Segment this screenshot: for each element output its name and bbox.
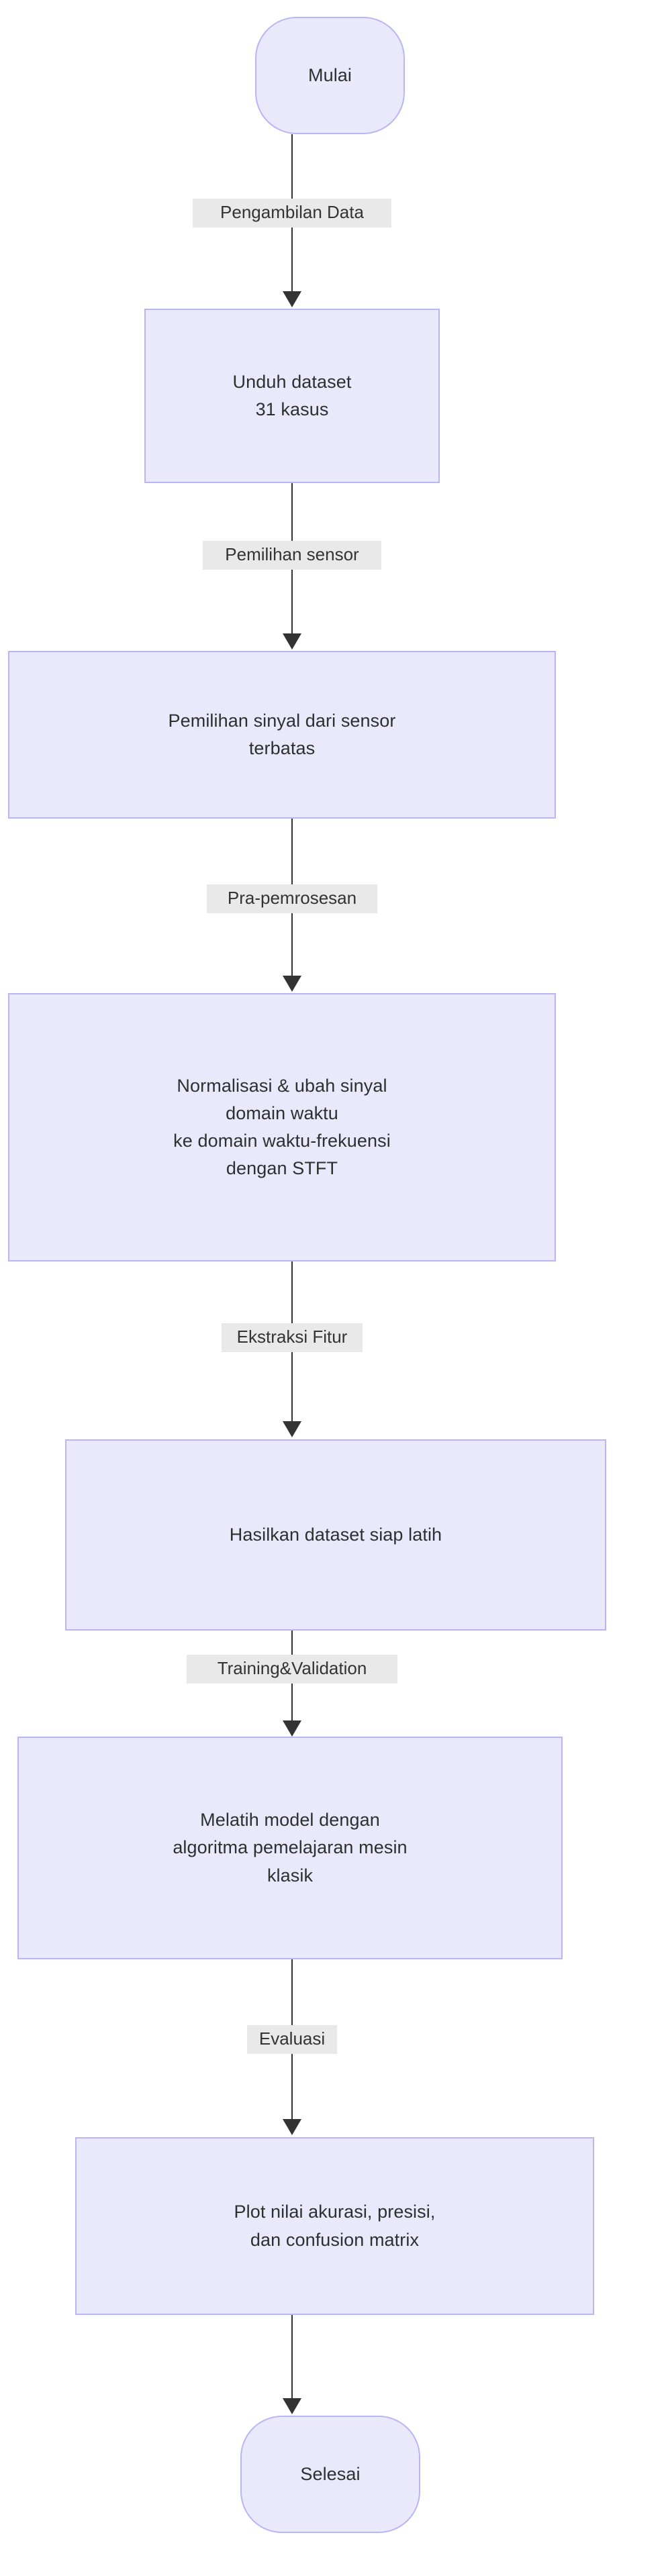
- node-plot-metrik-label: Plot nilai akurasi, presisi, dan confusi…: [234, 2202, 436, 2250]
- edge-arrowhead-pemilihan-to-normalisasi: [283, 976, 301, 992]
- node-hasilkan-dataset-label: Hasilkan dataset siap latih: [229, 1524, 442, 1545]
- node-hasilkan-dataset[interactable]: Hasilkan dataset siap latih: [65, 1439, 606, 1631]
- edge-line-plot-to-end: [291, 2315, 293, 2400]
- edge-arrowhead-start-to-unduh: [283, 291, 301, 307]
- node-start[interactable]: Mulai: [255, 17, 405, 134]
- node-plot-metrik[interactable]: Plot nilai akurasi, presisi, dan confusi…: [75, 2137, 594, 2315]
- edge-label-evaluasi: Evaluasi: [247, 2025, 337, 2054]
- node-end[interactable]: Selesai: [240, 2416, 420, 2533]
- node-normalisasi-stft-label: Normalisasi & ubah sinyal domain waktu k…: [173, 1075, 391, 1179]
- edge-label-pemilihan-sensor: Pemilihan sensor: [203, 541, 381, 570]
- node-unduh-dataset-label: Unduh dataset 31 kasus: [232, 371, 352, 419]
- edge-label-training-validation: Training&Validation: [187, 1655, 397, 1684]
- edge-arrowhead-plot-to-end: [283, 2398, 301, 2414]
- node-normalisasi-stft[interactable]: Normalisasi & ubah sinyal domain waktu k…: [8, 993, 556, 1261]
- node-melatih-model-label: Melatih model dengan algoritma pemelajar…: [173, 1810, 408, 1886]
- edge-arrowhead-unduh-to-pemilihan: [283, 633, 301, 650]
- node-pemilihan-sinyal-label: Pemilihan sinyal dari sensor terbatas: [168, 710, 396, 758]
- node-start-label: Mulai: [307, 64, 352, 85]
- edge-arrowhead-normalisasi-to-hasilkan: [283, 1421, 301, 1437]
- edge-label-pengambilan-data: Pengambilan Data: [193, 199, 391, 227]
- node-melatih-model[interactable]: Melatih model dengan algoritma pemelajar…: [17, 1737, 563, 1959]
- node-pemilihan-sinyal[interactable]: Pemilihan sinyal dari sensor terbatas: [8, 651, 556, 819]
- edge-label-pra-pemrosesan: Pra-pemrosesan: [207, 884, 377, 913]
- node-unduh-dataset[interactable]: Unduh dataset 31 kasus: [144, 309, 440, 483]
- node-end-label: Selesai: [300, 2463, 361, 2484]
- edge-arrowhead-melatih-to-plot: [283, 2119, 301, 2135]
- edge-label-ekstraksi-fitur: Ekstraksi Fitur: [222, 1323, 363, 1352]
- edge-arrowhead-hasilkan-to-melatih: [283, 1720, 301, 1737]
